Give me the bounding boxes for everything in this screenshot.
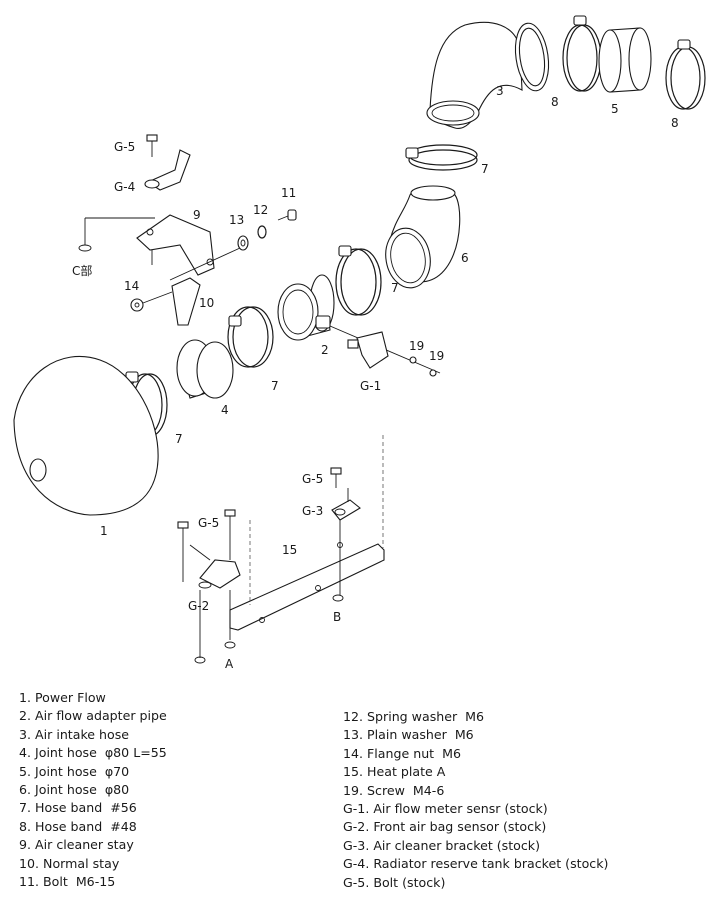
callout-5: 5 bbox=[611, 102, 619, 116]
legend-item: 8. Hose band #48 bbox=[19, 818, 137, 834]
callout-9: 9 bbox=[193, 208, 201, 222]
hose-band-48-a bbox=[562, 15, 602, 92]
legend-item: G-4. Radiator reserve tank bracket (stoc… bbox=[343, 856, 609, 872]
front-air-bag-sensor-stock bbox=[189, 544, 241, 589]
legend-item: G-5. Bolt (stock) bbox=[343, 874, 446, 890]
callout-8b: 8 bbox=[671, 116, 679, 130]
plain-washer-m6 bbox=[237, 235, 249, 251]
joint-hose-80-elbow bbox=[385, 185, 461, 289]
callout-7c: 7 bbox=[271, 379, 279, 393]
callout-7b: 7 bbox=[391, 281, 399, 295]
power-flow-filter bbox=[13, 355, 159, 516]
callout-g5-top: G-5 bbox=[114, 140, 135, 154]
legend-item: 13. Plain washer M6 bbox=[343, 727, 474, 743]
callout-8a: 8 bbox=[551, 95, 559, 109]
legend-item: G-1. Air flow meter sensr (stock) bbox=[343, 801, 548, 817]
callout-g4: G-4 bbox=[114, 180, 135, 194]
joint-hose-80-l55 bbox=[176, 339, 234, 399]
legend-item: 4. Joint hose φ80 L=55 bbox=[19, 745, 167, 761]
callout-g5-g3: G-5 bbox=[302, 472, 323, 486]
callout-c: C部 bbox=[72, 263, 92, 278]
callout-15: 15 bbox=[282, 543, 297, 557]
exploded-parts-diagram: 3 8 5 8 7 6 7 2 19 19 G-1 7 4 7 1 11 12 … bbox=[13, 15, 706, 671]
callout-g5-g2: G-5 bbox=[198, 516, 219, 530]
parts-legend-right: 12. Spring washer M6 13. Plain washer M6… bbox=[343, 708, 608, 892]
callout-b: B bbox=[333, 610, 341, 624]
legend-item: 3. Air intake hose bbox=[19, 726, 130, 742]
air-cleaner-stay bbox=[136, 214, 215, 276]
air-flow-meter-sensor bbox=[329, 325, 441, 377]
callout-10: 10 bbox=[199, 296, 214, 310]
legend-item: 15. Heat plate A bbox=[343, 764, 446, 780]
callout-2: 2 bbox=[321, 343, 329, 357]
normal-stay bbox=[171, 277, 201, 326]
heat-plate-a bbox=[229, 542, 385, 631]
callout-12: 12 bbox=[253, 203, 268, 217]
joint-hose-70 bbox=[598, 27, 652, 93]
callout-7a: 7 bbox=[481, 162, 489, 176]
callout-11: 11 bbox=[281, 186, 296, 200]
parts-legend-left: 1. Power Flow 2. Air flow adapter pipe 3… bbox=[19, 689, 167, 891]
callout-14: 14 bbox=[124, 279, 139, 293]
bolt-stock-g2a bbox=[177, 521, 189, 545]
callout-g1: G-1 bbox=[360, 379, 381, 393]
legend-item: 11. Bolt M6-15 bbox=[19, 874, 116, 890]
callout-g3: G-3 bbox=[302, 504, 323, 518]
callout-6: 6 bbox=[461, 251, 469, 265]
callout-a: A bbox=[225, 657, 234, 671]
callout-1: 1 bbox=[100, 524, 108, 538]
bolt-stock-top bbox=[146, 134, 158, 157]
legend-item: 7. Hose band #56 bbox=[19, 800, 137, 816]
hose-band-56-center bbox=[227, 306, 274, 368]
hose-band-56-top bbox=[405, 144, 478, 171]
callout-4: 4 bbox=[221, 403, 229, 417]
legend-item: 2. Air flow adapter pipe bbox=[19, 708, 167, 724]
hose-band-48-b bbox=[665, 39, 706, 110]
legend-item: G-2. Front air bag sensor (stock) bbox=[343, 819, 547, 835]
hose-band-56-mid bbox=[335, 245, 382, 316]
legend-item: 5. Joint hose φ70 bbox=[19, 763, 130, 779]
callout-3: 3 bbox=[496, 84, 504, 98]
callout-7d: 7 bbox=[175, 432, 183, 446]
callout-g2: G-2 bbox=[188, 599, 209, 613]
legend-item: 12. Spring washer M6 bbox=[343, 709, 485, 724]
bolt-stock-g2b bbox=[224, 509, 236, 560]
legend-item: 1. Power Flow bbox=[19, 690, 106, 705]
air-intake-hose bbox=[426, 21, 550, 129]
callout-19b: 19 bbox=[429, 349, 444, 363]
radiator-reserve-tank-bracket bbox=[144, 149, 191, 191]
legend-item: G-3. Air cleaner bracket (stock) bbox=[343, 837, 541, 853]
legend-item: 19. Screw M4-6 bbox=[343, 782, 445, 798]
callout-19a: 19 bbox=[409, 339, 424, 353]
legend-item: 9. Air cleaner stay bbox=[19, 837, 134, 853]
air-flow-adapter-pipe bbox=[277, 274, 335, 341]
bolt-m6-15 bbox=[277, 209, 297, 221]
flange-nut-m6 bbox=[130, 291, 173, 312]
legend-item: 14. Flange nut M6 bbox=[343, 745, 462, 761]
callout-13: 13 bbox=[229, 213, 244, 227]
bolt-stock-g3 bbox=[330, 467, 342, 488]
legend-item: 10. Normal stay bbox=[19, 855, 120, 871]
spring-washer-m6 bbox=[257, 225, 267, 239]
air-cleaner-bracket-stock bbox=[331, 488, 361, 521]
legend-item: 6. Joint hose φ80 bbox=[19, 782, 130, 798]
